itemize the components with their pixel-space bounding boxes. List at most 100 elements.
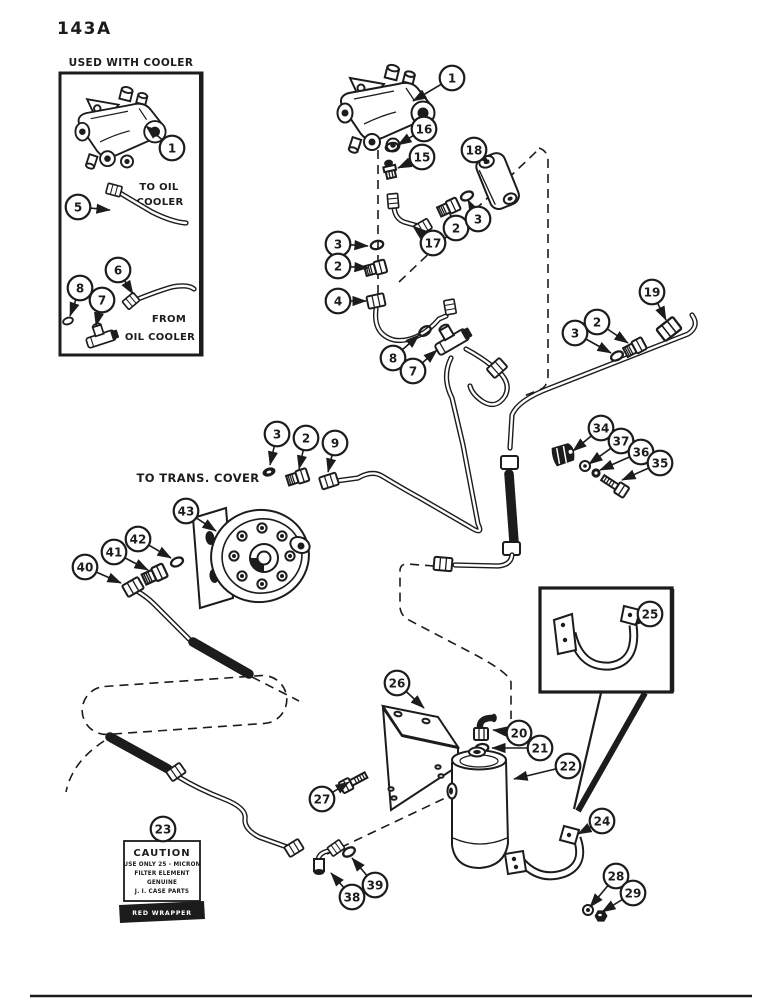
svg-text:18: 18 (466, 143, 483, 157)
to-oil-cooler-label-1: TO OIL (139, 182, 179, 193)
svg-text:20: 20 (511, 726, 528, 740)
valve-assembly-inset (74, 85, 167, 171)
callout-1: 1 (145, 125, 186, 162)
elbow-17-nut-top (386, 192, 400, 210)
svg-text:16: 16 (416, 122, 433, 136)
trans-cover-assembly (191, 506, 311, 610)
fitting-2-trans (284, 467, 311, 488)
lockwasher-36 (591, 468, 601, 478)
svg-text:2: 2 (334, 259, 342, 273)
tee-fitting-7-inset (81, 317, 121, 350)
svg-text:7: 7 (409, 364, 417, 378)
callout-15: 15 (397, 143, 436, 171)
callout-43: 43 (172, 497, 217, 532)
pointer-line-left (572, 692, 603, 810)
svg-text:36: 36 (633, 445, 650, 459)
svg-text:27: 27 (314, 792, 331, 806)
callout-4: 4 (324, 287, 367, 315)
trans-cover-tube (333, 355, 483, 534)
callout-16: 16 (397, 115, 438, 146)
callout-7: 7 (399, 349, 438, 385)
clamp-24 (503, 824, 585, 881)
callout-3: 3 (263, 420, 291, 466)
callout-38: 38 (330, 872, 366, 911)
svg-text:8: 8 (76, 281, 84, 295)
callout-35: 35 (621, 449, 674, 481)
hose-bottom-nut (432, 555, 454, 573)
svg-text:1: 1 (168, 141, 176, 155)
inset-title: USED WITH COOLER (69, 57, 194, 69)
tube-4-end-nut (442, 298, 458, 316)
callout-24: 24 (577, 807, 616, 835)
callout-3: 3 (464, 199, 492, 233)
caution-title: CAUTION (133, 848, 190, 859)
svg-text:43: 43 (178, 504, 195, 518)
braided-section-upper (188, 637, 254, 679)
oil-cooler-inset (58, 71, 204, 357)
callout-17: 17 (412, 225, 447, 257)
svg-text:3: 3 (273, 427, 281, 441)
nut-4 (365, 292, 387, 310)
callout-25: 25 (633, 600, 664, 628)
callout-29: 29 (601, 879, 647, 913)
oring-42 (168, 554, 186, 570)
oring-3-top (458, 188, 476, 204)
caution-line-2: FILTER ELEMENT (134, 871, 189, 877)
svg-text:29: 29 (625, 886, 642, 900)
callout-18: 18 (460, 136, 490, 164)
callout-20: 20 (492, 719, 533, 747)
svg-text:4: 4 (334, 294, 342, 308)
to-trans-cover-label: TO TRANS. COVER (136, 471, 259, 485)
svg-text:2: 2 (302, 431, 310, 445)
svg-text:26: 26 (389, 676, 406, 690)
svg-text:2: 2 (452, 221, 460, 235)
callout-1: 1 (412, 64, 466, 102)
lockwasher-28 (582, 904, 594, 916)
to-oil-cooler-label-2: COOLER (136, 197, 183, 208)
caution-line-4: J. I. CASE PARTS (134, 889, 189, 895)
callout-42: 42 (124, 525, 172, 559)
bolt-27 (337, 768, 370, 795)
svg-text:21: 21 (532, 741, 549, 755)
caution-band-text: RED WRAPPER (132, 910, 192, 917)
callout-7: 7 (88, 286, 116, 327)
callout-40: 40 (71, 553, 122, 584)
svg-text:39: 39 (367, 878, 384, 892)
svg-text:3: 3 (334, 237, 342, 251)
from-oil-cooler-label-1: FROM (152, 314, 186, 325)
nut-9 (318, 471, 340, 491)
svg-text:23: 23 (155, 822, 172, 836)
svg-text:2: 2 (593, 315, 601, 329)
callout-41: 41 (100, 538, 149, 571)
caution-line-3: GENUINE (147, 880, 177, 886)
clamp-34 (551, 443, 575, 467)
svg-text:25: 25 (642, 607, 659, 621)
filter-canister-22 (446, 746, 510, 870)
bolt-35 (598, 471, 631, 500)
callout-22: 22 (513, 752, 582, 781)
svg-text:17: 17 (425, 236, 442, 250)
washer-37 (579, 460, 591, 472)
callout-23: 23 (149, 815, 177, 843)
callout-3: 3 (561, 319, 612, 354)
caution-line-1: USE ONLY 25 - MICRON (123, 862, 200, 868)
fitting-15 (382, 159, 398, 180)
callout-39: 39 (351, 857, 389, 899)
tee-u-hose (463, 346, 510, 408)
svg-text:15: 15 (414, 150, 431, 164)
callout-34: 34 (572, 414, 615, 452)
svg-text:3: 3 (571, 326, 579, 340)
braided-section-lower (105, 732, 173, 774)
svg-text:24: 24 (594, 814, 611, 828)
nut-29 (594, 910, 608, 922)
hose-5-nut (104, 182, 124, 198)
oring-3-left (368, 238, 386, 252)
bolt-circle (228, 522, 296, 590)
svg-text:3: 3 (474, 212, 482, 226)
hose-collar-top (500, 455, 519, 470)
oring-8-inset (61, 315, 75, 327)
pointer-line-right (575, 691, 648, 813)
from-oil-cooler-label-2: OIL COOLER (125, 332, 195, 343)
